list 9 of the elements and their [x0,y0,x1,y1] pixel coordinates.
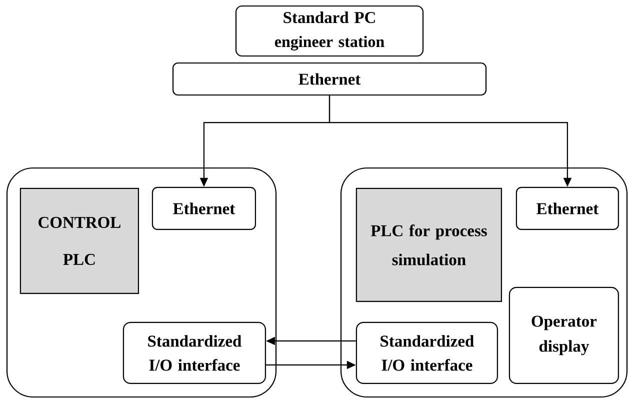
pc-box: Standard PC engineer station [235,5,424,57]
network-bar: Ethernet [172,62,487,96]
ethernet-box: Ethernet [516,186,619,230]
plc-block: PLC for process simulation [356,188,502,302]
interface-box: Standardized I/O interface [356,322,498,384]
interface-box: Standardized I/O interface [122,322,266,384]
plc-block: CONTROL PLC [20,188,139,294]
display-box: Operator display [508,286,619,384]
ethernet-box: Ethernet [152,186,256,230]
